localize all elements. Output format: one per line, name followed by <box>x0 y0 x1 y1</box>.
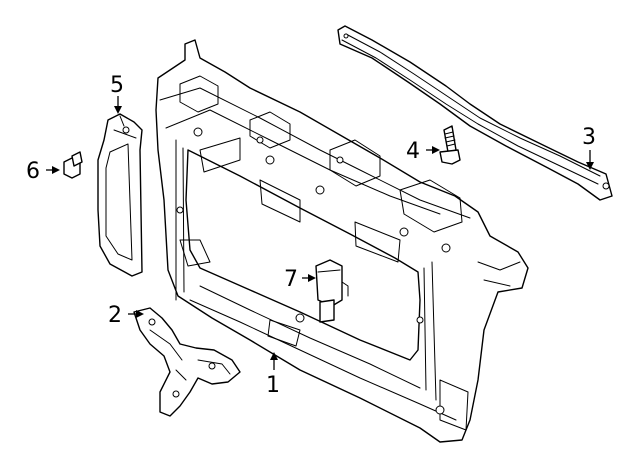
upper-tie-bar <box>337 25 613 201</box>
callout-label-2: 2 <box>108 303 122 328</box>
callout-1: 1 <box>266 352 280 398</box>
callout-7: 7 <box>284 267 316 292</box>
callout-label-1: 1 <box>266 373 280 398</box>
bolt <box>439 125 461 165</box>
callout-label-7: 7 <box>284 267 298 292</box>
callout-6: 6 <box>26 159 60 184</box>
callout-label-5: 5 <box>110 73 124 98</box>
callout-2: 2 <box>108 303 144 328</box>
callout-label-6: 6 <box>26 159 40 184</box>
callout-4: 4 <box>406 139 440 164</box>
radiator-support-frame <box>155 39 529 443</box>
callout-label-3: 3 <box>582 125 596 150</box>
side-air-guide <box>97 113 143 277</box>
callout-5: 5 <box>110 73 124 114</box>
sensor <box>315 259 349 323</box>
push-clip <box>63 151 83 179</box>
callout-3: 3 <box>582 125 596 170</box>
callout-label-4: 4 <box>406 139 420 164</box>
lower-bracket <box>133 307 241 417</box>
